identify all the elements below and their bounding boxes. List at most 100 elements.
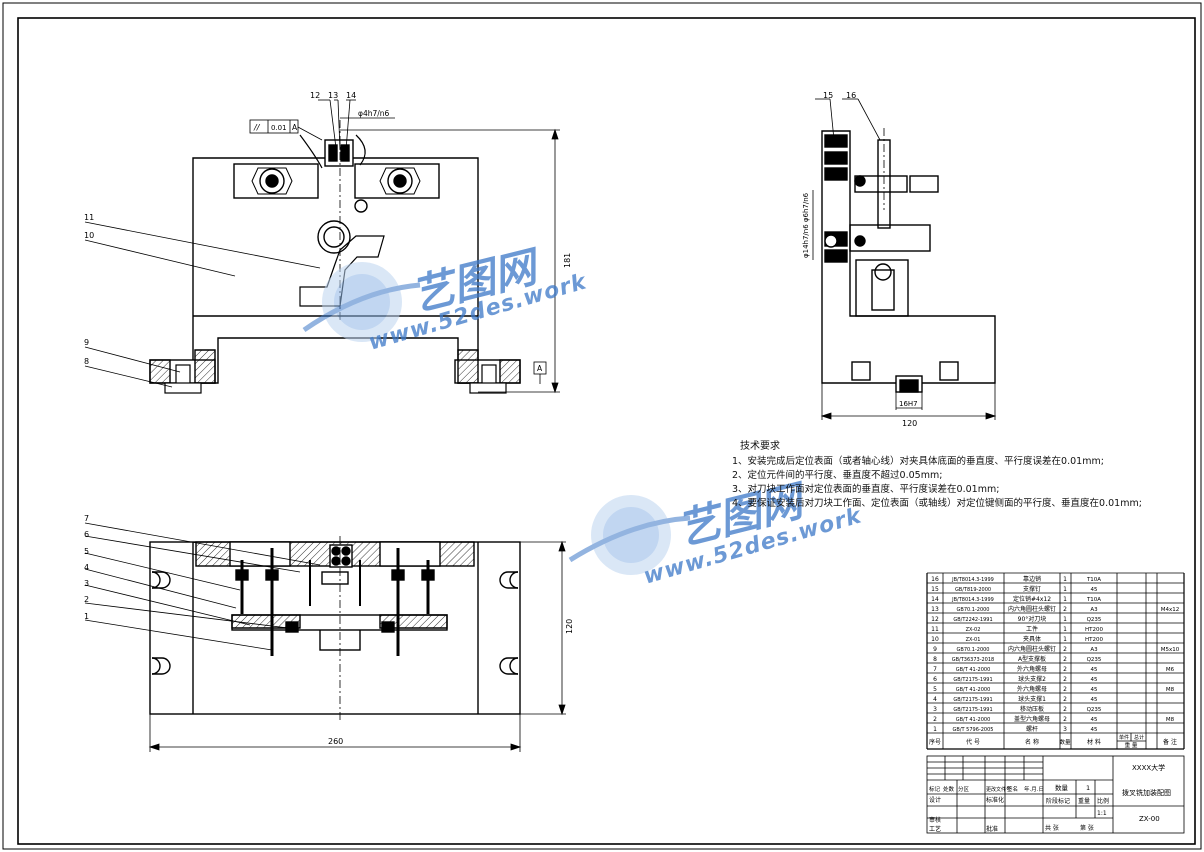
bom-row-16-material: T10A: [1086, 577, 1101, 583]
tol-symbol: //: [253, 123, 261, 132]
dim-120-side: 120: [902, 419, 917, 428]
callout-8: 8: [84, 357, 89, 366]
tb-check: 审核: [929, 816, 941, 824]
tb-row-mark: 标记: [929, 785, 941, 793]
bom-row-15-qty: 1: [1063, 586, 1067, 593]
bom-row-6-no: 6: [933, 676, 937, 683]
bom-row-6-material: 45: [1091, 677, 1098, 683]
bom-row-8-name: A型支撑板: [1018, 655, 1046, 663]
bom-row-9-qty: 2: [1063, 646, 1067, 653]
callout-16: 16: [846, 91, 856, 100]
bom-header-unit: 单件: [1119, 734, 1129, 741]
tb-weight-label: 重量: [1078, 797, 1090, 805]
bom-row-9-no: 9: [933, 646, 937, 653]
datum-a: A: [537, 364, 543, 373]
bom-row-8-qty: 2: [1063, 656, 1067, 663]
bom-header-qty: 数量: [1059, 738, 1071, 746]
top-view: [149, 536, 521, 720]
tb-sheet-total: 共 张: [1045, 824, 1059, 832]
bom-row-14-material: T10A: [1086, 597, 1101, 603]
bom-row-14-qty: 1: [1063, 596, 1067, 603]
bom-row-5-qty: 2: [1063, 686, 1067, 693]
bom-row-10-name: 夹具体: [1023, 635, 1041, 643]
tb-mark-label: 阶段标记: [1046, 797, 1070, 805]
tech-requirement-4: 4、要保证安装后对刀块工作面、定位表面（或轴线）对定位键侧面的平行度、垂直度在0…: [732, 498, 1142, 509]
bom-row-7-material: 45: [1091, 667, 1098, 673]
bom-row-12-no: 12: [931, 616, 939, 623]
callout-6: 6: [84, 530, 89, 539]
tb-row-sign: 签名: [1007, 785, 1018, 793]
tb-scale-value: 1:1: [1097, 810, 1107, 817]
bom-row-8-no: 8: [933, 656, 937, 663]
callout-1: 1: [84, 612, 89, 621]
bom-row-4-material: 45: [1091, 697, 1098, 703]
bom-row-13-note: M4x12: [1161, 607, 1180, 613]
bom-row-9-material: A3: [1090, 647, 1098, 653]
bom-row-6-qty: 2: [1063, 676, 1067, 683]
bom-row-10-code: ZX-01: [966, 637, 981, 643]
bom-row-10-material: HT200: [1085, 637, 1103, 643]
bom-header-name: 名 称: [1025, 738, 1039, 746]
bom-row-9-note: M5x10: [1161, 647, 1180, 653]
bom-row-2-name: 盖型六角螺母: [1014, 715, 1050, 723]
bom-row-4-qty: 2: [1063, 696, 1067, 703]
bom-header-code: 代 号: [966, 738, 980, 746]
bom-row-1-name: 螺杆: [1026, 725, 1038, 733]
bom-row-11-material: HT200: [1085, 627, 1103, 633]
tb-school: XXXX大学: [1132, 763, 1165, 772]
tb-row-change: 更改文件号: [986, 786, 1011, 793]
tech-requirement-2: 2、定位元件间的平行度、垂直度不超过0.05mm;: [732, 470, 943, 481]
bom-row-2-no: 2: [933, 716, 937, 723]
bom-row-14-code: JB/T8014.3-1999: [951, 597, 994, 603]
bom-row-13-no: 13: [931, 606, 939, 613]
tb-std: 标准化: [986, 796, 1004, 804]
bom-row-12-name: 90°对刀块: [1018, 615, 1047, 623]
bom-row-3-code: GB/T2175-1991: [953, 707, 992, 713]
bom-row-5-note: M8: [1166, 687, 1175, 693]
bom-header-material: 材 料: [1087, 738, 1101, 746]
tb-row-zone: 分区: [958, 785, 970, 793]
bom-row-2-material: 45: [1091, 717, 1098, 723]
callout-10: 10: [84, 231, 94, 240]
bom-row-16-no: 16: [931, 576, 939, 583]
bom-row-3-qty: 2: [1063, 706, 1067, 713]
bom-header-weight: 重 量: [1125, 741, 1138, 749]
bom-row-2-qty: 2: [1063, 716, 1067, 723]
bom-row-7-note: M6: [1166, 667, 1175, 673]
callout-7: 7: [84, 514, 89, 523]
bom-row-15-name: 支撑钉: [1023, 585, 1041, 593]
tech-requirements-title: 技术要求: [740, 441, 780, 452]
front-view: [149, 120, 521, 394]
bom-row-10-no: 10: [931, 636, 939, 643]
bom-row-5-code: GB/T 41-2000: [956, 687, 991, 693]
bom-row-12-material: Q235: [1087, 617, 1102, 623]
bom-row-8-code: GB/T36373-2018: [952, 657, 994, 663]
bom-row-7-qty: 2: [1063, 666, 1067, 673]
bom-row-9-name: 内六角圆柱头螺钉: [1008, 645, 1056, 653]
tb-row-date: 年.月.日: [1024, 785, 1044, 793]
bom-row-6-code: GB/T2175-1991: [953, 677, 992, 683]
bom-row-15-no: 15: [931, 586, 939, 593]
bom-row-1-qty: 3: [1063, 726, 1067, 733]
tech-requirement-3: 3、对刀块工作面对定位表面的垂直度、平行度误差在0.01mm;: [732, 484, 1000, 495]
watermark-logo-1: [302, 262, 421, 342]
callout-5: 5: [84, 547, 89, 556]
bom-row-7-no: 7: [933, 666, 937, 673]
callout-15: 15: [823, 91, 833, 100]
bom-row-12-code: GB/T2242-1991: [953, 617, 992, 623]
tb-drawing-no: ZX-00: [1139, 815, 1160, 823]
tol-value: 0.01: [271, 124, 287, 132]
bom-row-1-code: GB/T 5796-2005: [953, 727, 994, 733]
bom-header-note: 备 注: [1163, 738, 1177, 746]
bom-row-14-name: 定位销#4x12: [1013, 595, 1051, 603]
callout-4: 4: [84, 563, 89, 572]
bom-row-4-code: GB/T2175-1991: [953, 697, 992, 703]
bom-header-no: 序号: [929, 738, 941, 746]
side-dimensions: [812, 98, 997, 420]
dim-181: 181: [563, 253, 572, 268]
bom-row-13-code: GB70.1-2000: [957, 607, 990, 613]
bom-row-11-qty: 1: [1063, 626, 1067, 633]
callout-11: 11: [84, 213, 94, 222]
